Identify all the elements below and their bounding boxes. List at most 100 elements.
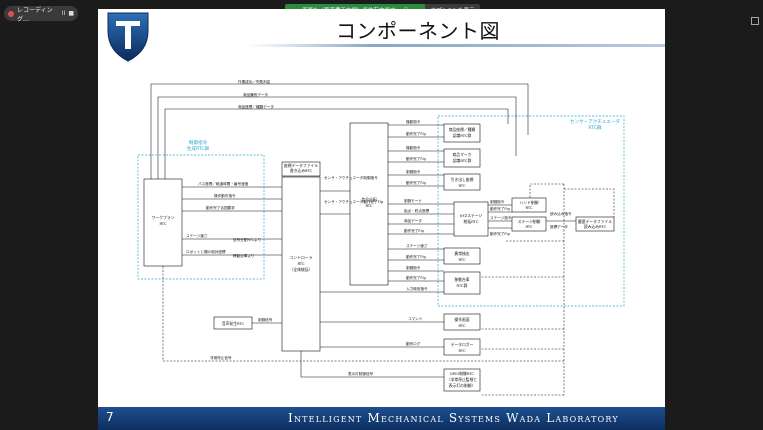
controller-name: コントローラ [290, 255, 313, 260]
lab-logo [107, 12, 149, 62]
box-coord-file [281, 161, 321, 177]
operation-1: 操作画面 [454, 317, 469, 322]
label-r2: 動作完了Flg [406, 131, 426, 136]
label-l3: 商品座標／種類データ [238, 104, 274, 109]
label-r11: ステージ速さ [406, 243, 428, 248]
label-r18: ステージ指令 [490, 215, 512, 220]
label-r14: 動作完了Flg [406, 275, 426, 280]
group-sensor-actuator [437, 115, 625, 307]
box-mobile-base [443, 271, 481, 295]
marker-1: 商品マーカ [453, 152, 472, 157]
hand-1: ハンド制御 [520, 200, 539, 205]
group-right-label-2: RTC群 [588, 124, 602, 131]
coord-file-2: 書き込みRTC [290, 168, 313, 173]
label-b4: 非常停止信号 [210, 355, 232, 360]
presentation-slide: コンポーネント図 制御指令 生成RTC群 センサ・アクチュエータ RTC群 作業… [98, 9, 665, 430]
footer-lab-name: Intelligent Mechanical Systems Wada Labo… [288, 411, 619, 425]
label-r17: 動作完了Flg [490, 206, 510, 211]
voice-1: 音声発生RTC [222, 321, 245, 326]
abnormal-1: 異常検出 [454, 251, 469, 256]
box-signal-distributor [349, 122, 389, 286]
expand-icon[interactable] [751, 10, 759, 25]
box-controller [281, 176, 321, 352]
label-r13: 制御指令 [406, 265, 421, 270]
slide-footer: 7 Intelligent Mechanical Systems Wada La… [98, 407, 665, 430]
box-gpio [443, 368, 481, 392]
controller-rtc: RTC [297, 261, 304, 266]
group-left-label-1: 制御指令 [189, 139, 208, 146]
xyz-2: 統括RTC [464, 219, 479, 224]
logger-2: RTC [458, 348, 465, 353]
recording-label: レコーディング... [17, 6, 53, 23]
history-1: 履歴データファイル [578, 219, 612, 224]
label-l8: 信号分配RTCより [233, 237, 261, 242]
move-2: RTC群 [457, 283, 468, 288]
label-l5: 操作動作指令 [214, 193, 236, 198]
label-b2: コマンド [408, 316, 423, 321]
label-l4: パス座標／軌道時間・番号速度 [198, 181, 249, 186]
abnormal-2: RTC [458, 257, 465, 262]
label-r10: 動作完了Flg [404, 228, 424, 233]
box-drawer [443, 173, 481, 191]
line-product-coords [164, 108, 509, 183]
drawer-1: 引き出し座標 [451, 177, 474, 182]
box-xyz-stage [453, 201, 489, 237]
label-l9: ロボットと棚の相対座標 [186, 249, 226, 254]
xyz-1: XYZステージ [460, 213, 483, 218]
label-l10: 移動台車より [233, 253, 255, 258]
label-r15: 入力時刻指令 [406, 286, 428, 291]
page-number: 7 [106, 410, 114, 424]
product-recog-2: 認識RTC群 [453, 133, 472, 138]
box-workplan [143, 178, 183, 267]
marker-2: 認識RTC群 [453, 158, 472, 163]
box-abnormal [443, 247, 481, 265]
label-r4: 動作完了Flg [406, 156, 426, 161]
hand-2: RTC [525, 205, 532, 210]
label-l11: センサ・アクチュエータ制御指令 [324, 175, 378, 180]
label-b3: 動作ログ [406, 341, 421, 346]
gpio-1: GPIO制御RTC [450, 371, 474, 376]
stage-1: ステージ制御 [518, 219, 541, 224]
group-right-label-1: センサ・アクチュエータ [570, 118, 620, 125]
pause-button[interactable]: II [61, 10, 66, 17]
label-r7: 制御モード [404, 198, 422, 203]
component-diagram: 制御指令 生成RTC群 センサ・アクチュエータ RTC群 作業成功／失敗判定 商… [137, 79, 625, 396]
controller-role: （全体統括） [290, 267, 313, 272]
label-r6: 動作完了Flg [406, 180, 426, 185]
label-r12: 動作完了Flg [406, 254, 426, 259]
box-product-recognition [443, 123, 481, 143]
recording-indicator[interactable]: レコーディング... II ■ [4, 6, 78, 23]
gpio-2: （非常停止監視と [447, 377, 478, 382]
label-r16: 制御指令 [490, 199, 505, 204]
group-left-label-2: 生成RTC群 [187, 145, 210, 152]
title-underline [248, 44, 665, 47]
signal-rtc: RTC [365, 203, 372, 208]
label-l2: 商品識別データ [243, 92, 269, 97]
label-l7: ステージ速さ [186, 233, 208, 238]
drawer-2: RTC [458, 183, 465, 188]
label-r1: 撮影指令 [406, 119, 421, 124]
gpio-3: 表示灯の制御） [449, 383, 476, 388]
label-r9: 商品データ [404, 218, 422, 223]
box-stage-control [511, 216, 547, 232]
history-2: 読み込みRTC [584, 224, 607, 229]
label-r3: 撮影指令 [406, 145, 421, 150]
group-control-command [137, 154, 265, 280]
logger-1: データロガー [451, 342, 474, 347]
signal-name: 信号分配 [361, 197, 376, 202]
label-l1: 作業成功／失敗判定 [238, 79, 271, 84]
slide-title: コンポーネント図 [336, 19, 500, 43]
line-product-id [157, 96, 517, 183]
box-history-file [575, 216, 615, 232]
workplan-name: ワークプラン [152, 215, 175, 220]
stop-button[interactable]: ■ [68, 10, 74, 17]
label-b5: 表示灯制御信号 [348, 371, 374, 376]
stage-2: RTC [525, 224, 532, 229]
box-marker-recognition [443, 148, 481, 168]
label-r19: 動作完了Flg [490, 231, 510, 236]
line-success-judge [150, 83, 529, 183]
label-r5: 制御指令 [406, 169, 421, 174]
label-b1: 制御信号 [258, 317, 273, 322]
label-l12: センサ・アクチュエータ動作完了Flg [324, 199, 383, 204]
label-r8: 始点・終点座標 [404, 208, 430, 213]
